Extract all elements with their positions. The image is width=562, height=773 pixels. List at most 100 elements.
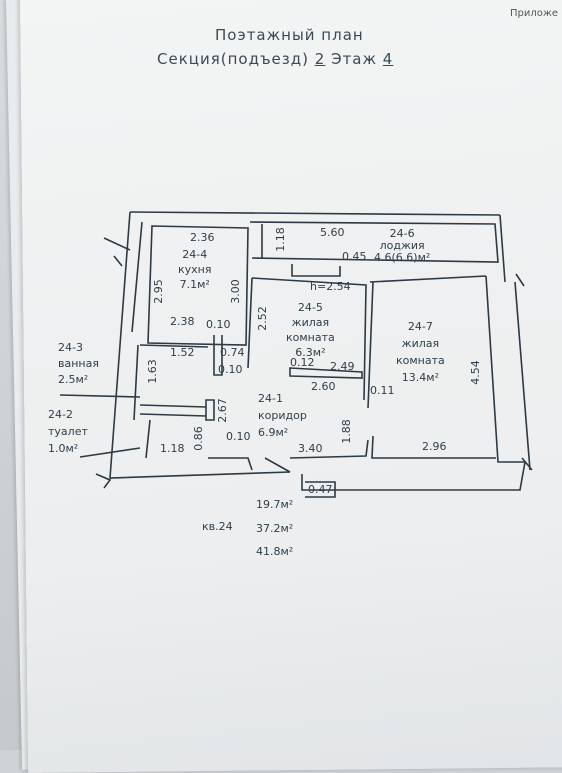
total-area: 41.8м² xyxy=(256,545,294,558)
room-area: 1.0м² xyxy=(48,442,79,455)
room245-window xyxy=(291,264,341,277)
dim-1-88: 1.88 xyxy=(339,419,353,444)
room-code: 24-2 xyxy=(48,408,73,421)
room-24-3: 24-3 ванная 2.5м² xyxy=(58,340,99,388)
wc-top xyxy=(139,413,207,417)
room245-left-wall xyxy=(247,277,253,369)
living-area: 19.7м² xyxy=(256,498,294,511)
leader-bath xyxy=(59,394,141,398)
room-code: 24-4 xyxy=(182,248,208,261)
break-line-left xyxy=(103,237,131,267)
room-name: комната xyxy=(286,331,335,344)
break-line-bottom-right xyxy=(521,457,533,471)
dim-0-74: 0.74 xyxy=(220,346,245,359)
room247-left-wall xyxy=(367,281,374,409)
dim-1-63: 1.63 xyxy=(145,359,159,384)
room-area: 2.5м² xyxy=(58,373,89,386)
dim-1-18-b: 1.18 xyxy=(160,442,185,455)
dim-1-52: 1.52 xyxy=(170,346,195,359)
dim-1-18-a: 1.18 xyxy=(273,227,287,252)
room-name: кухня xyxy=(178,263,212,276)
entry-door xyxy=(264,457,291,473)
dim-2-49: 2.49 xyxy=(330,360,355,373)
total-area-without-loggia: 37.2м² xyxy=(256,522,294,535)
room-name: жилая xyxy=(401,337,440,350)
room-code: 24-5 xyxy=(297,301,323,314)
dim-2-67: 2.67 xyxy=(215,398,229,423)
wc-partition xyxy=(205,399,215,421)
corridor-partition xyxy=(289,367,363,379)
room-area: 13.4м² xyxy=(401,371,439,384)
bath-top xyxy=(139,344,209,348)
dim-0-10-a: 0.10 xyxy=(206,318,231,331)
dim-box-047 xyxy=(305,481,336,498)
dim-2-95: 2.95 xyxy=(151,279,165,304)
dim-4-54: 4.54 xyxy=(468,360,482,385)
dim-5-60: 5.60 xyxy=(320,226,345,239)
wc-bottom xyxy=(208,457,253,471)
room-name: комната xyxy=(396,354,445,367)
room-code: 24-1 xyxy=(258,392,283,405)
apartment-number: кв.24 xyxy=(202,520,233,533)
room-name: туалет xyxy=(48,425,88,438)
wall-right-top xyxy=(499,214,506,283)
room-24-5: 24-5 жилая комната 6.3м² xyxy=(286,300,335,360)
room247-bottom xyxy=(371,435,496,459)
room-24-1: 24-1 коридор 6.9м² xyxy=(258,390,307,441)
room-24-2: 24-2 туалет 1.0м² xyxy=(48,406,88,457)
break-line-right xyxy=(515,273,525,287)
plan-title: Поэтажный план xyxy=(215,26,364,44)
plan-subtitle: Секция(подъезд) 2 Этаж 4 xyxy=(157,50,393,68)
dim-2-96: 2.96 xyxy=(422,440,447,453)
corner-label: Приложе xyxy=(509,8,558,19)
floor-label: Этаж xyxy=(331,50,378,68)
dim-0-10-b: 0.10 xyxy=(218,363,243,376)
room-name: жилая xyxy=(291,316,330,329)
dim-2-38: 2.38 xyxy=(170,315,195,328)
room-code: 24-3 xyxy=(58,341,83,354)
dim-0-47: 0.47 xyxy=(308,483,333,496)
room-24-7: 24-7 жилая комната 13.4м² xyxy=(396,318,445,386)
loggia-outline xyxy=(249,221,499,263)
room-name: коридор xyxy=(258,409,307,422)
dim-2-52: 2.52 xyxy=(255,306,269,331)
wall-top xyxy=(129,211,501,216)
room-area: 7.1м² xyxy=(179,278,210,291)
room-name: ванная xyxy=(58,357,99,370)
bath-bottom xyxy=(139,404,207,408)
room-code: 24-6 xyxy=(389,227,415,240)
room-area: 6.3м² xyxy=(295,346,326,359)
wall-right-outer xyxy=(514,281,531,471)
dim-3-00: 3.00 xyxy=(228,279,242,304)
dim-0-10-c: 0.10 xyxy=(226,430,251,443)
dim-0-45: 0.45 xyxy=(342,250,367,263)
room-area: 6.9м² xyxy=(258,426,289,439)
wall-left-inner xyxy=(131,221,143,333)
room247-top xyxy=(369,275,487,283)
wall-left-bottom xyxy=(109,211,291,479)
room-24-6: 24-6 лоджия 4.6(6.6)м² xyxy=(374,228,430,264)
wall-right-bottom xyxy=(301,275,526,491)
room-area: 4.6(6.6)м² xyxy=(374,251,431,264)
bath-partition xyxy=(213,335,223,376)
dim-3-40: 3.40 xyxy=(298,442,323,455)
room-code: 24-7 xyxy=(407,320,433,333)
wc-left xyxy=(145,419,151,459)
floor-plan-drawing xyxy=(59,211,533,498)
leader-wc xyxy=(79,447,141,458)
floor-number: 4 xyxy=(382,50,394,68)
room-name: лоджия xyxy=(379,239,425,252)
dim-0-11: 0.11 xyxy=(370,384,395,397)
dim-0-86: 0.86 xyxy=(191,426,205,451)
break-line-bottom-left xyxy=(95,473,112,489)
room245-walls xyxy=(251,277,367,401)
dim-0-12: 0.12 xyxy=(290,356,315,369)
ceiling-height: h=2.54 xyxy=(310,280,351,293)
section-label: Секция(подъезд) xyxy=(157,50,309,68)
room-24-4: 24-4 кухня 7.1м² xyxy=(178,247,211,292)
bath-left xyxy=(133,344,139,421)
dim-2-36: 2.36 xyxy=(190,231,215,244)
kitchen-outline xyxy=(147,225,249,346)
corridor-bottom xyxy=(289,439,369,459)
section-number: 2 xyxy=(314,50,326,68)
